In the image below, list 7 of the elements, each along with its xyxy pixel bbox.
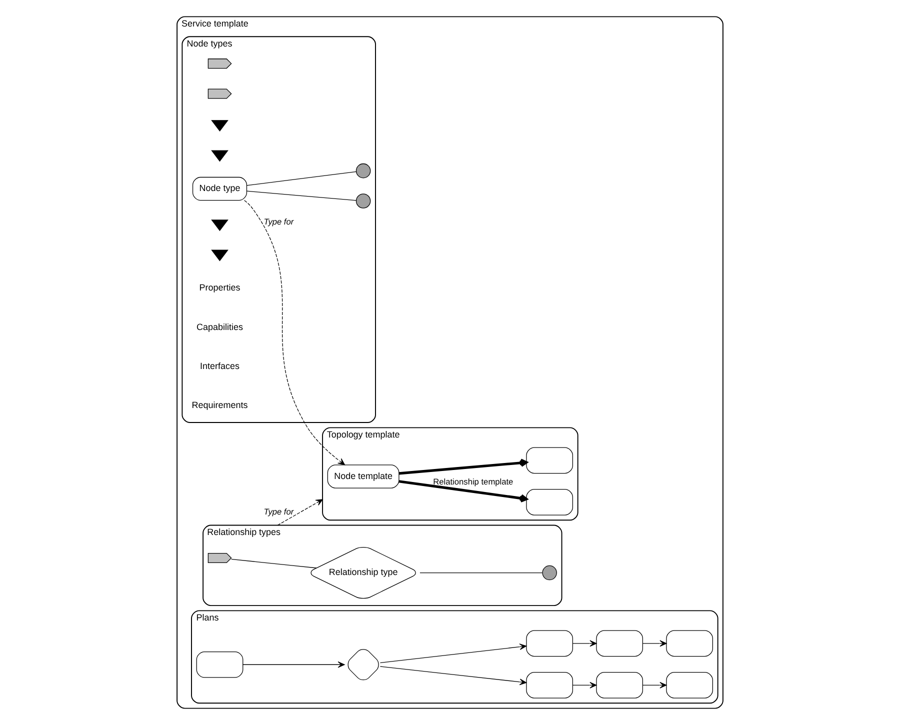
label: Interfaces [200, 360, 240, 371]
label: Capabilities [196, 321, 243, 332]
edge-label: Type for [264, 506, 294, 516]
edge-label: Type for [264, 216, 294, 226]
label: Properties [199, 282, 240, 292]
edge-label: Relationship template [433, 476, 514, 486]
label: Requirements [192, 400, 248, 410]
